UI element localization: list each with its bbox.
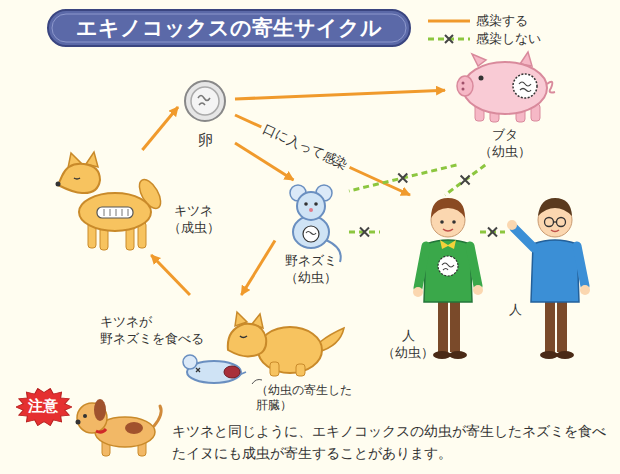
- title: エキノコックスの寄生サイクル: [48, 10, 410, 46]
- field-mouse-figure: [290, 185, 341, 262]
- fox-eating-figure: [183, 312, 344, 384]
- person-node: 人: [505, 195, 600, 365]
- person-figure: [507, 198, 590, 359]
- edge-label: 口に入って感染: [258, 120, 353, 175]
- fox-eating-node: キツネが 野ネズミを食べる （幼虫の寄生した 肝臓）: [100, 295, 357, 420]
- burst-outline: [16, 388, 72, 425]
- fox-adult-figure: [56, 152, 165, 250]
- warning-badge: 注意: [16, 388, 72, 426]
- infection-arrow: [142, 107, 178, 150]
- cross-mark: [461, 176, 470, 185]
- figure-label: 注意: [16, 388, 70, 424]
- title-pill: [48, 10, 410, 46]
- egg-node: 卵: [178, 75, 235, 155]
- figure-label: 人 （幼虫）: [382, 327, 434, 361]
- figure-label: ブタ （幼虫）: [475, 126, 535, 160]
- no-infection-line: [445, 165, 485, 195]
- no-infection-line: [349, 165, 457, 191]
- figure-label: キツネ （成虫）: [167, 202, 220, 236]
- cross-mark: [360, 228, 369, 237]
- figure-label: 卵: [178, 131, 233, 149]
- figure-sublabel: （幼虫の寄生した 肝臓）: [256, 383, 355, 413]
- cross-mark: [488, 228, 497, 237]
- infection-arrow: [235, 90, 445, 99]
- pig-node: ブタ （幼虫）: [445, 50, 560, 165]
- figure-label: 野ネズミ （幼虫）: [275, 252, 347, 286]
- infection-arrow: [235, 143, 294, 180]
- person-infected-node: 人 （幼虫）: [380, 195, 480, 365]
- mouse-node: 野ネズミ （幼虫）: [275, 180, 349, 290]
- figure-label: 人: [507, 301, 523, 318]
- infection-arrow: [241, 241, 275, 296]
- figure-label: キツネが 野ネズミを食べる: [100, 313, 212, 347]
- fox-adult-node: キツネ （成虫）: [45, 150, 222, 255]
- legend-label: 感染する: [476, 12, 528, 29]
- person-infected-figure: [413, 198, 483, 359]
- infection-arrow: [151, 255, 190, 295]
- pig-figure: [457, 52, 555, 122]
- cross-mark: [398, 174, 407, 183]
- egg-figure: [185, 81, 225, 121]
- legend-samples: [428, 21, 470, 43]
- dog-figure: [76, 399, 162, 456]
- legend-label: 感染しない: [476, 30, 541, 47]
- note-text: キツネと同じように、エキノコックスの幼虫が寄生したネズミを食べたイヌにも成虫が寄…: [172, 420, 612, 464]
